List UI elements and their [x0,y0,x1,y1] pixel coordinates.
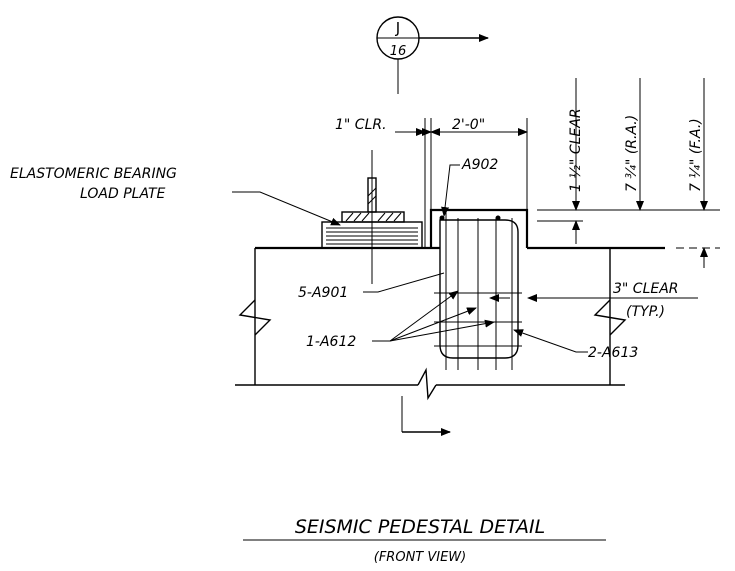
clr-1in-label: 1" CLR. [335,117,387,133]
load-plate-hatch-1 [345,212,354,222]
clear-3in-dimension: 3" CLEAR (TYP.) [489,281,698,320]
typ-label: (TYP.) [626,304,665,320]
a901-leader [363,272,445,293]
section-marker-sheet: 16 [390,44,407,59]
rebar-dot-left [439,215,445,221]
elastomeric-bearing [321,150,423,284]
width-2ft-label: 2'-0" [452,117,485,133]
detail-title-sub: (FRONT VIEW) [374,550,466,565]
bearing-label-line2: LOAD PLATE [80,186,166,202]
a612-label: 1-A612 [306,334,356,350]
bearing-leader [232,191,341,226]
a612-leader-2 [389,307,477,342]
concrete-section [235,246,665,401]
a901-label: 5-A901 [298,285,348,301]
pedestal-outline [429,208,529,248]
section-marker-letter: J [395,19,400,37]
a612-leader-3 [389,319,495,342]
bearing-label-line1: ELASTOMERIC BEARING [10,166,177,182]
detail-title: SEISMIC PEDESTAL DETAIL (FRONT VIEW) [243,516,606,565]
load-plate-hatch-4 [377,212,386,222]
a613-label: 2-A613 [588,345,638,361]
clear-3in-label: 3" CLEAR [613,281,679,297]
section-cut-bottom [401,396,451,436]
ra-7-75in-label: 7 ¾" (R.A.) [624,115,640,192]
callouts: ELASTOMERIC BEARING LOAD PLATE A902 5-A9… [10,157,638,361]
break-line-bottom [417,367,437,401]
seismic-pedestal [429,208,529,370]
detail-title-main: SEISMIC PEDESTAL DETAIL [295,516,545,538]
break-line-right [593,299,627,336]
break-line-left [238,299,272,336]
rebar-a902-stirrup [439,219,519,359]
a902-leader [441,164,460,217]
load-plate-hatch-6 [393,212,402,222]
load-plate-hatch-5 [385,212,394,222]
a902-label: A902 [461,157,498,173]
vertical-dimensions: 1 ½" CLEAR 7 ¾" (R.A.) 7 ¼" (F.A.) [537,78,720,268]
load-plate-hatch-2 [353,212,362,222]
a613-leader [513,329,588,353]
a612-leader-1 [389,290,459,342]
load-plate-hatch-3 [361,212,370,222]
top-dimensions: 1" CLR. 2'-0" [335,117,528,248]
rebar-dot-right [495,215,501,221]
section-marker: J 16 [376,16,489,94]
fa-7-25in-label: 7 ¼" (F.A.) [688,118,704,192]
